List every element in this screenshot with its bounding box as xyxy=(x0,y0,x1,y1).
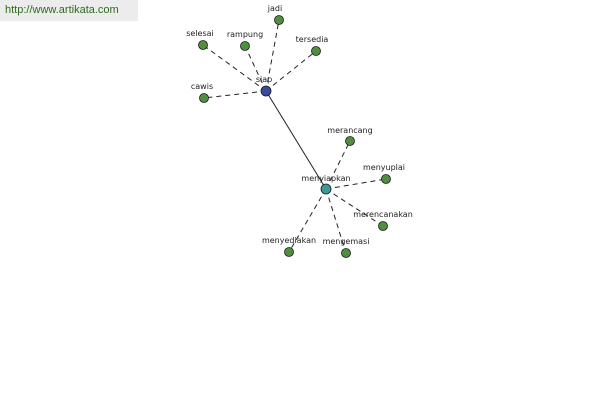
node-label-cawis: cawis xyxy=(191,82,213,91)
node-label-merencanakan: merencanakan xyxy=(353,210,413,219)
node-circle-menyediakan[interactable] xyxy=(284,247,294,257)
edge-menyiapkan-menyediakan xyxy=(288,188,327,253)
node-label-tersedia: tersedia xyxy=(296,35,329,44)
node-circle-menyuplai[interactable] xyxy=(381,174,391,184)
node-circle-siap[interactable] xyxy=(260,85,272,97)
node-siap[interactable]: siap xyxy=(256,75,272,97)
edge-siap-menyiapkan xyxy=(265,90,327,190)
node-label-menyiapkan: menyiapkan xyxy=(301,174,350,183)
node-label-merancang: merancang xyxy=(327,126,372,135)
node-label-selesai: selesai xyxy=(186,29,214,38)
node-label-menyediakan: menyediakan xyxy=(262,236,316,245)
edge-menyiapkan-merencanakan xyxy=(325,188,384,227)
edge-siap-tersedia xyxy=(265,50,317,92)
node-cawis[interactable]: cawis xyxy=(191,82,213,103)
node-merancang[interactable]: merancang xyxy=(327,126,373,146)
node-label-mengemasi: mengemasi xyxy=(323,237,370,246)
node-tersedia[interactable]: tersedia xyxy=(296,35,329,56)
edge-siap-rampung xyxy=(244,45,267,92)
node-circle-jadi[interactable] xyxy=(274,15,284,25)
node-circle-merancang[interactable] xyxy=(345,136,355,146)
edges-layer xyxy=(202,19,387,254)
node-selesai[interactable]: selesai xyxy=(186,29,214,50)
node-label-jadi: jadi xyxy=(267,4,282,13)
source-url: http://www.artikata.com xyxy=(0,0,138,21)
node-rampung[interactable]: rampung xyxy=(227,30,263,51)
node-menyuplai[interactable]: menyuplai xyxy=(363,163,405,184)
node-jadi[interactable]: jadi xyxy=(267,4,284,25)
node-circle-menyiapkan[interactable] xyxy=(320,183,332,195)
node-mengemasi[interactable]: mengemasi xyxy=(323,237,370,258)
node-circle-selesai[interactable] xyxy=(198,40,208,50)
edge-siap-jadi xyxy=(265,19,280,92)
node-circle-cawis[interactable] xyxy=(199,93,209,103)
edge-siap-cawis xyxy=(203,90,267,99)
node-label-siap: siap xyxy=(256,75,272,84)
edge-menyiapkan-menyuplai xyxy=(325,178,387,190)
node-circle-tersedia[interactable] xyxy=(311,46,321,56)
node-circle-merencanakan[interactable] xyxy=(378,221,388,231)
edge-menyiapkan-mengemasi xyxy=(325,188,347,254)
node-circle-rampung[interactable] xyxy=(240,41,250,51)
node-label-rampung: rampung xyxy=(227,30,263,39)
node-circle-mengemasi[interactable] xyxy=(341,248,351,258)
node-merencanakan[interactable]: merencanakan xyxy=(353,210,413,231)
nodes-layer: siap menyiapkan jadi selesai rampung tersedia… xyxy=(186,4,413,258)
node-menyiapkan[interactable]: menyiapkan xyxy=(301,174,351,195)
edge-siap-selesai xyxy=(202,44,267,92)
node-menyediakan[interactable]: menyediakan xyxy=(262,236,316,257)
node-label-menyuplai: menyuplai xyxy=(363,163,405,172)
